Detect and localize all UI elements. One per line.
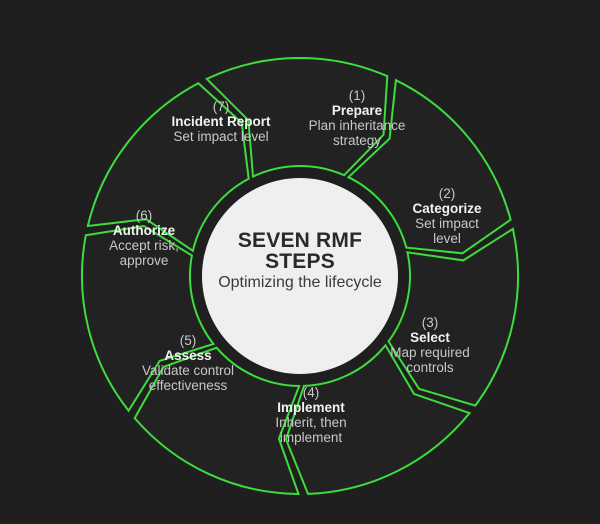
segment-authorize — [133, 346, 301, 496]
step-title: Select — [410, 330, 450, 345]
segment-implement — [387, 227, 520, 407]
step-description: Validate control effectiveness — [141, 363, 235, 393]
step-description: Accept risk, approve — [109, 238, 179, 268]
step-implement: (4) Implement Inherit, then implement — [261, 385, 361, 445]
step-description: Set impact level — [173, 129, 269, 144]
segment-categorize — [205, 56, 389, 179]
segment-prepare — [86, 81, 250, 253]
step-title: Authorize — [112, 223, 176, 238]
step-number: (2) — [438, 186, 456, 201]
step-prepare: (1) Prepare Plan inheritance strategy — [292, 88, 422, 148]
step-assess: (5) Assess Validate control effectivenes… — [133, 333, 243, 393]
step-description: Set impact level — [415, 216, 479, 246]
center-subtitle: Optimizing the lifecycle — [218, 274, 382, 291]
step-title: Categorize — [412, 201, 482, 216]
step-title: Assess — [164, 348, 212, 363]
step-description: Plan inheritance strategy — [308, 118, 406, 148]
step-number: (6) — [135, 208, 153, 223]
step-number: (5) — [179, 333, 197, 348]
step-number: (7) — [212, 99, 230, 114]
step-description: Map required controls — [390, 345, 470, 375]
step-number: (3) — [421, 315, 439, 330]
step-incident-report: (7) Incident Report Set impact level — [161, 99, 281, 144]
step-select: (3) Select Map required controls — [375, 315, 485, 375]
step-title: Prepare — [331, 103, 383, 118]
segment-incident-report — [81, 224, 216, 413]
center-label: SEVEN RMF STEPS Optimizing the lifecycle — [200, 230, 400, 291]
step-description: Inherit, then implement — [275, 415, 347, 445]
segment-assess — [284, 343, 472, 495]
step-title: Incident Report — [171, 114, 271, 129]
step-title: Implement — [277, 400, 345, 415]
center-title: SEVEN RMF STEPS — [237, 229, 363, 273]
segment-select — [346, 78, 512, 255]
step-authorize: (6) Authorize Accept risk, approve — [99, 208, 189, 268]
center-hub — [202, 178, 398, 374]
step-number: (4) — [302, 385, 320, 400]
step-categorize: (2) Categorize Set impact level — [402, 186, 492, 246]
step-number: (1) — [348, 88, 366, 103]
